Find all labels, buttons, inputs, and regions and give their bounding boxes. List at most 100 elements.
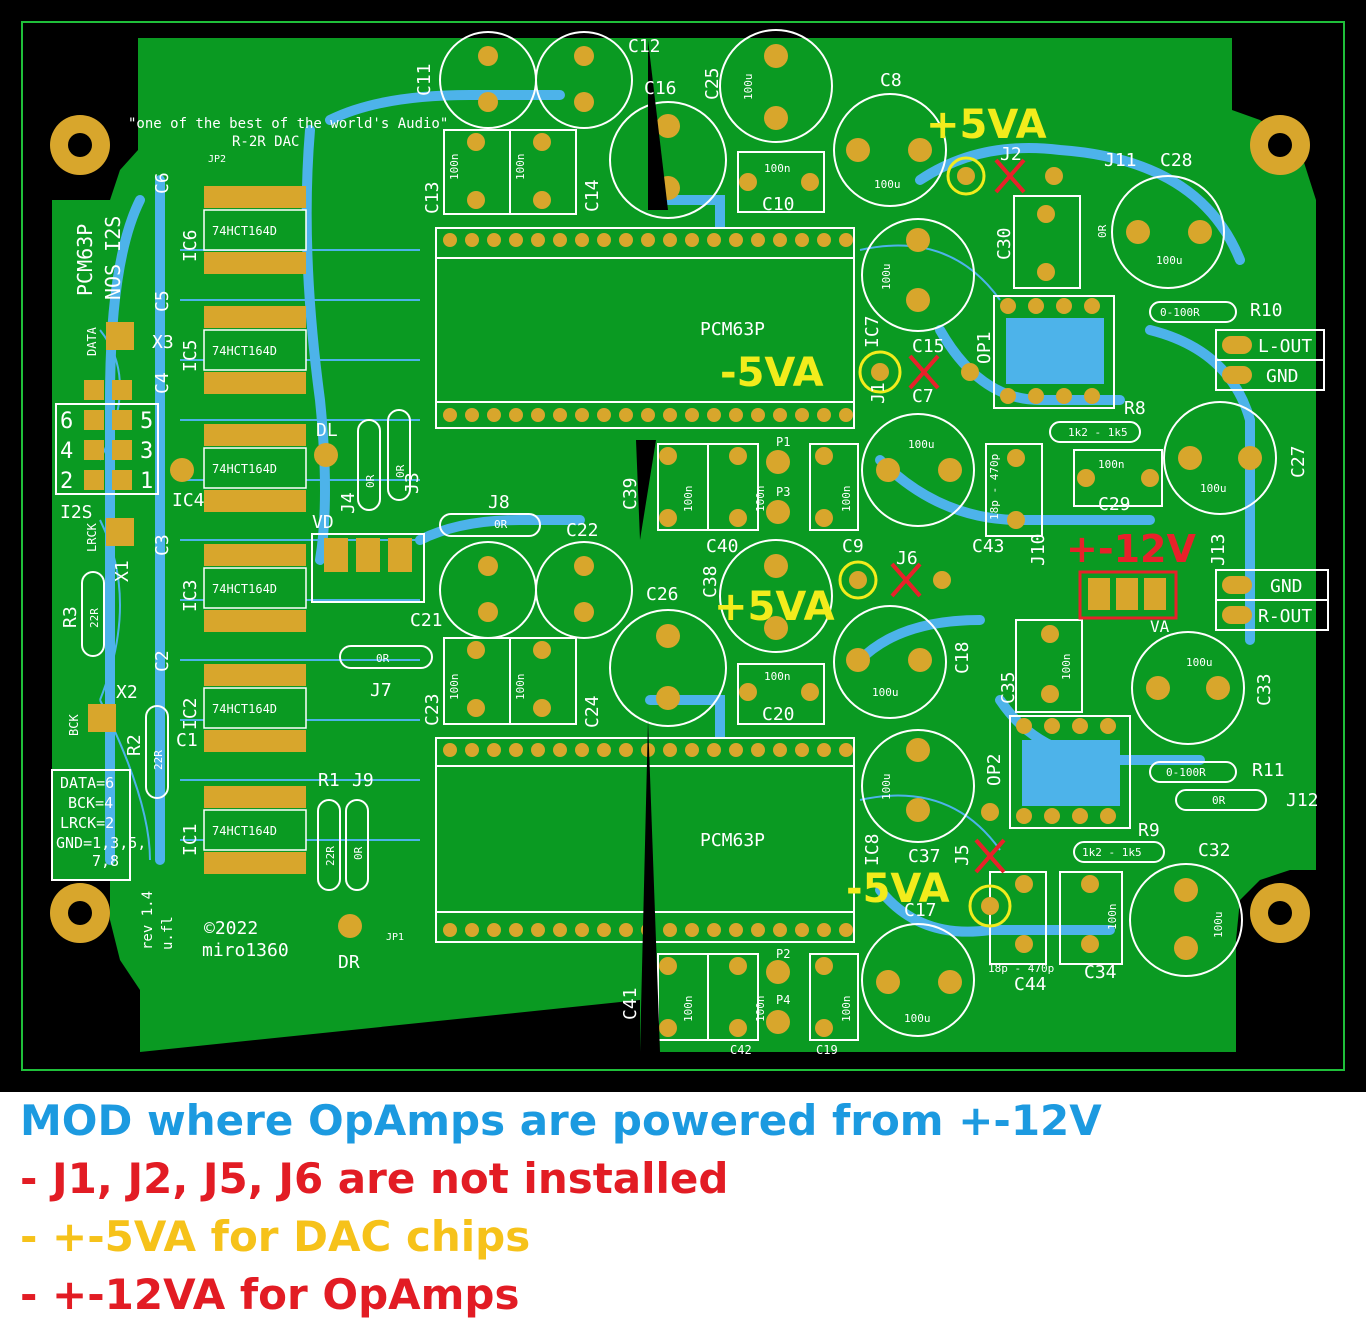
pin-legend-3: GND=1,3,5,	[56, 834, 146, 852]
board-slot-bottom	[640, 720, 660, 1052]
label-j6: J6	[896, 548, 918, 569]
value-j4: 0R	[364, 474, 377, 488]
board-slot-top	[648, 40, 668, 210]
revision-text-2: u.fl	[160, 916, 176, 950]
capacitor-pads	[170, 44, 1262, 994]
label-x1: X1	[112, 560, 133, 582]
label-p4: P4	[776, 993, 790, 1007]
pin-legend-box	[51, 769, 131, 881]
ic6-part: 74HCT164D	[212, 224, 277, 238]
board-outline	[21, 21, 1345, 1071]
value-c27: 100u	[1200, 482, 1227, 495]
value-r11: 0-100R	[1166, 766, 1206, 779]
film-capacitors	[443, 129, 1163, 1041]
label-ic6: IC6	[180, 229, 201, 262]
resistors	[81, 301, 1267, 891]
label-c21: C21	[410, 610, 443, 631]
label-r8: R8	[1124, 398, 1146, 419]
product-label-2: NOS I2S	[101, 216, 125, 300]
label-c17: C17	[904, 900, 937, 921]
value-c18: 100u	[872, 686, 899, 699]
label-ic2: IC2	[180, 697, 201, 730]
pcb-board-area: "one of the best of the world's Audio" R…	[0, 0, 1366, 1092]
value-r10: 0-100R	[1160, 306, 1200, 319]
ic1-part: 74HCT164D	[212, 824, 277, 838]
label-c39: C39	[620, 477, 641, 510]
pcb-layout: "one of the best of the world's Audio" R…	[21, 21, 1345, 1071]
value-c28: 100u	[1156, 254, 1183, 267]
shift-registers	[203, 186, 307, 874]
value-c34: 100n	[1106, 904, 1119, 931]
note-not-installed: - J1, J2, J5, J6 are not installed	[20, 1154, 729, 1203]
value-c33: 100u	[1186, 656, 1213, 669]
label-r3: R3	[60, 606, 81, 628]
annotation-plus-5va-top: +5VA	[926, 102, 1047, 148]
ic3-part: 74HCT164D	[212, 582, 277, 596]
mod-notes: MOD where OpAmps are powered from +-12V …	[20, 1092, 1350, 1324]
header-num-5: 5	[140, 409, 153, 434]
dac-chip-top	[435, 227, 855, 429]
value-j12: 0R	[1212, 794, 1226, 807]
dac-chip-pins	[443, 233, 853, 937]
label-c44: C44	[1014, 974, 1047, 995]
label-c20: C20	[762, 704, 795, 725]
value-c8: 100u	[874, 178, 901, 191]
label-r11: R11	[1252, 760, 1285, 781]
label-c7: C7	[912, 386, 934, 407]
value-c25: 100u	[742, 74, 755, 101]
header-num-2: 2	[60, 469, 73, 494]
label-c33: C33	[1254, 673, 1275, 706]
value-r1: 22R	[324, 846, 337, 866]
label-c32: C32	[1198, 840, 1231, 861]
value-c35: 100n	[1060, 654, 1073, 681]
label-j7: J7	[370, 680, 392, 701]
label-j1: J1	[868, 382, 889, 404]
label-c43: C43	[972, 536, 1005, 557]
silkscreen-text: "one of the best of the world's Audio" R…	[56, 116, 1312, 973]
header-num-1: 1	[140, 469, 153, 494]
label-jp2: JP2	[208, 154, 226, 165]
label-p1: P1	[776, 435, 790, 449]
header-num-4: 4	[60, 439, 73, 464]
film-capacitor-pads	[467, 133, 1159, 1037]
board-slot-mid	[636, 440, 656, 540]
value-c7: 100u	[880, 264, 893, 291]
note-opamp-supply: - +-12VA for OpAmps	[20, 1270, 520, 1319]
annotation-circles	[838, 156, 1012, 928]
value-r2: 22R	[152, 750, 165, 770]
value-r8: 1k2 - 1k5	[1068, 426, 1128, 439]
dr-label: DR	[338, 952, 360, 973]
value-c23: 100n	[448, 674, 461, 701]
label-x3: X3	[152, 332, 174, 353]
board-copper-pour	[52, 38, 1316, 1052]
value-c40: 100n	[754, 486, 767, 513]
label-c4: C4	[152, 372, 173, 394]
label-c16: C16	[644, 78, 677, 99]
value-c43: 18p - 470p	[988, 454, 1001, 520]
label-c6: C6	[152, 172, 173, 194]
label-r2: R2	[124, 734, 145, 756]
value-c20: 100n	[764, 670, 791, 683]
header-num-3: 3	[140, 439, 153, 464]
label-ic7: IC7	[862, 315, 883, 348]
annotation-minus-5va-top: -5VA	[720, 350, 824, 396]
label-c38: C38	[700, 565, 721, 598]
label-j10: J10	[1028, 533, 1049, 566]
value-r3: 22R	[88, 608, 101, 628]
va-label: VA	[1150, 617, 1170, 636]
label-c22: C22	[566, 520, 599, 541]
subtitle-text: R-2R DAC	[232, 134, 299, 150]
value-c39: 100n	[682, 486, 695, 513]
jumper-pads	[849, 167, 1063, 915]
label-c30: C30	[994, 227, 1015, 260]
note-dac-supply: - +-5VA for DAC chips	[20, 1212, 531, 1261]
r-out-label: R-OUT	[1258, 606, 1312, 627]
label-c37: C37	[908, 846, 941, 867]
label-ic1: IC1	[180, 823, 201, 856]
label-c40: C40	[706, 536, 739, 557]
label-p3: P3	[776, 485, 790, 499]
label-c41: C41	[620, 987, 641, 1020]
label-c11: C11	[414, 63, 435, 96]
label-c10: C10	[762, 194, 795, 215]
label-j2: J2	[1000, 144, 1022, 165]
